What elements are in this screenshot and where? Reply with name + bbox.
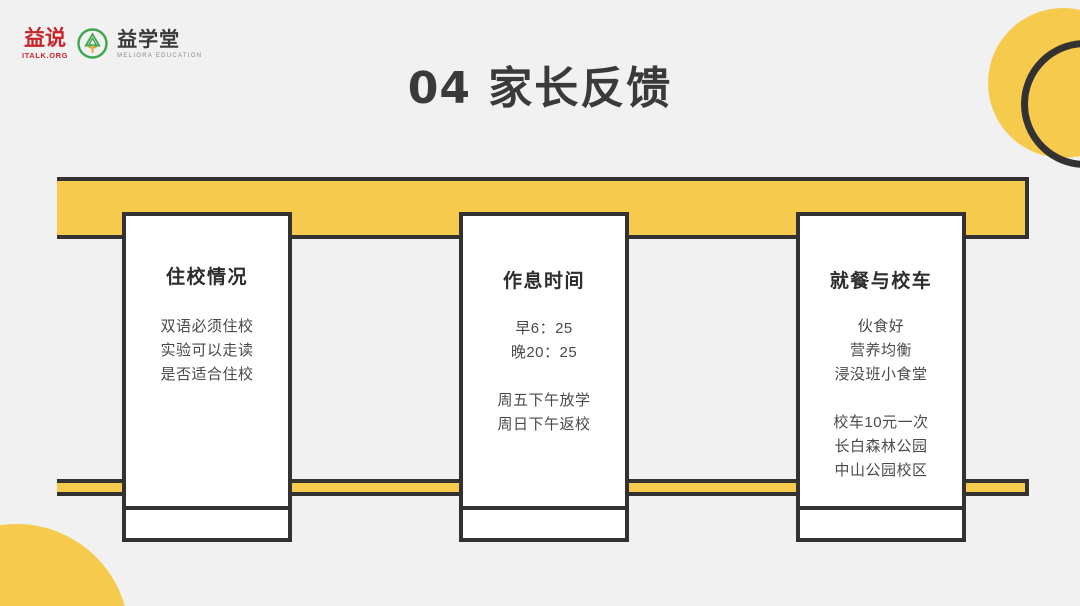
info-card-dining-bus: 就餐与校车 伙食好 营养均衡 浸没班小食堂 校车10元一次 长白森林公园 中山公…: [796, 212, 966, 542]
info-card-footer: [463, 506, 625, 538]
info-card-boarding: 住校情况 双语必须住校 实验可以走读 是否适合住校: [122, 212, 292, 542]
info-card-schedule: 作息时间 早6：25 晚20：25 周五下午放学 周日下午返校: [459, 212, 629, 542]
info-card-footer: [800, 506, 962, 538]
info-card-footer: [126, 506, 288, 538]
tree-in-circle-icon: [77, 28, 108, 59]
info-card-lines: 伙食好 营养均衡 浸没班小食堂 校车10元一次 长白森林公园 中山公园校区: [833, 318, 929, 479]
italk-logo: 益说 ITALK.ORG: [22, 28, 68, 60]
info-card-body: 住校情况 双语必须住校 实验可以走读 是否适合住校: [126, 216, 288, 506]
italk-logo-en: ITALK.ORG: [22, 51, 69, 60]
info-card-lines: 早6：25 晚20：25 周五下午放学 周日下午返校: [497, 320, 591, 433]
brand-logo: 益说 ITALK.ORG 益学堂 MELIORA EDUCATION: [22, 28, 202, 60]
meliora-logo-en: MELIORA EDUCATION: [117, 52, 203, 59]
decorative-circle-bottom-left: [0, 524, 129, 606]
info-card-body: 就餐与校车 伙食好 营养均衡 浸没班小食堂 校车10元一次 长白森林公园 中山公…: [800, 216, 962, 506]
page-title: 04 家长反馈: [0, 52, 1080, 116]
meliora-logo-cn: 益学堂: [117, 26, 181, 51]
info-card-lines: 双语必须住校 实验可以走读 是否适合住校: [160, 318, 254, 383]
page-title-number: 04: [407, 63, 471, 114]
italk-logo-cn: 益说: [24, 26, 67, 50]
meliora-logo: 益学堂 MELIORA EDUCATION: [117, 29, 202, 59]
page-title-text: 家长反馈: [488, 63, 673, 114]
info-card-body: 作息时间 早6：25 晚20：25 周五下午放学 周日下午返校: [463, 216, 625, 506]
info-card-heading: 作息时间: [502, 270, 585, 292]
info-card-heading: 就餐与校车: [829, 270, 933, 292]
info-card-heading: 住校情况: [165, 266, 248, 288]
